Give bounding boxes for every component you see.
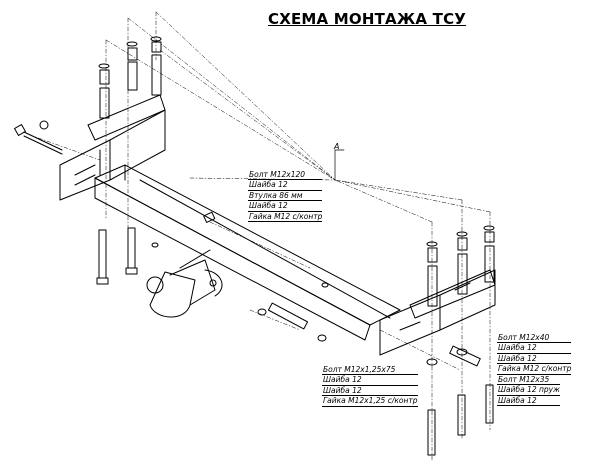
callout-line: Шайба 12 — [497, 343, 572, 354]
callout-right-upper-fasteners: Болт М12х40 Шайба 12 Шайба 12 Гайка М12 … — [497, 333, 572, 375]
right-fasteners — [426, 225, 495, 456]
reference-label-a: А — [334, 142, 340, 151]
cross-beam — [94, 164, 401, 341]
callout-ball-mount-fasteners: Болт М12х1,25х75 Шайба 12 Шайба 12 Гайка… — [322, 365, 418, 407]
callout-line: Шайба 12 — [248, 201, 323, 212]
callout-center-fasteners: Болт М12х120 Шайба 12 Втулка 86 мм Шайба… — [248, 170, 323, 223]
callout-line: Шайба 12 — [322, 386, 418, 397]
left-fasteners — [14, 36, 162, 285]
callout-line: Шайба 12 — [497, 396, 560, 407]
diagram-title: СХЕМА МОНТАЖА ТСУ — [268, 10, 467, 28]
callout-line: Болт М12х40 — [497, 333, 572, 344]
tow-ball — [146, 249, 223, 318]
callout-line: Гайка М12 с/контр — [497, 364, 572, 375]
callout-line: Втулка 86 мм — [248, 191, 323, 202]
callout-line: Болт М12х35 — [497, 375, 560, 386]
callout-line: Шайба 12 пруж — [497, 385, 560, 396]
callout-line: Гайка М12х1,25 с/контр — [322, 396, 418, 407]
callout-line: Гайка М12 с/контр — [248, 211, 323, 223]
middle-fasteners — [151, 211, 329, 342]
callout-line: Шайба 12 — [497, 354, 572, 365]
callout-line: Болт М12х120 — [248, 170, 323, 181]
reference-a-pointer — [334, 149, 345, 181]
callout-line: Болт М12х1,25х75 — [322, 365, 418, 376]
callout-line: Шайба 12 — [248, 180, 323, 191]
callout-line: Шайба 12 — [322, 375, 418, 386]
callout-right-lower-fasteners: Болт М12х35 Шайба 12 пруж Шайба 12 — [497, 375, 560, 407]
left-bracket — [59, 94, 166, 201]
